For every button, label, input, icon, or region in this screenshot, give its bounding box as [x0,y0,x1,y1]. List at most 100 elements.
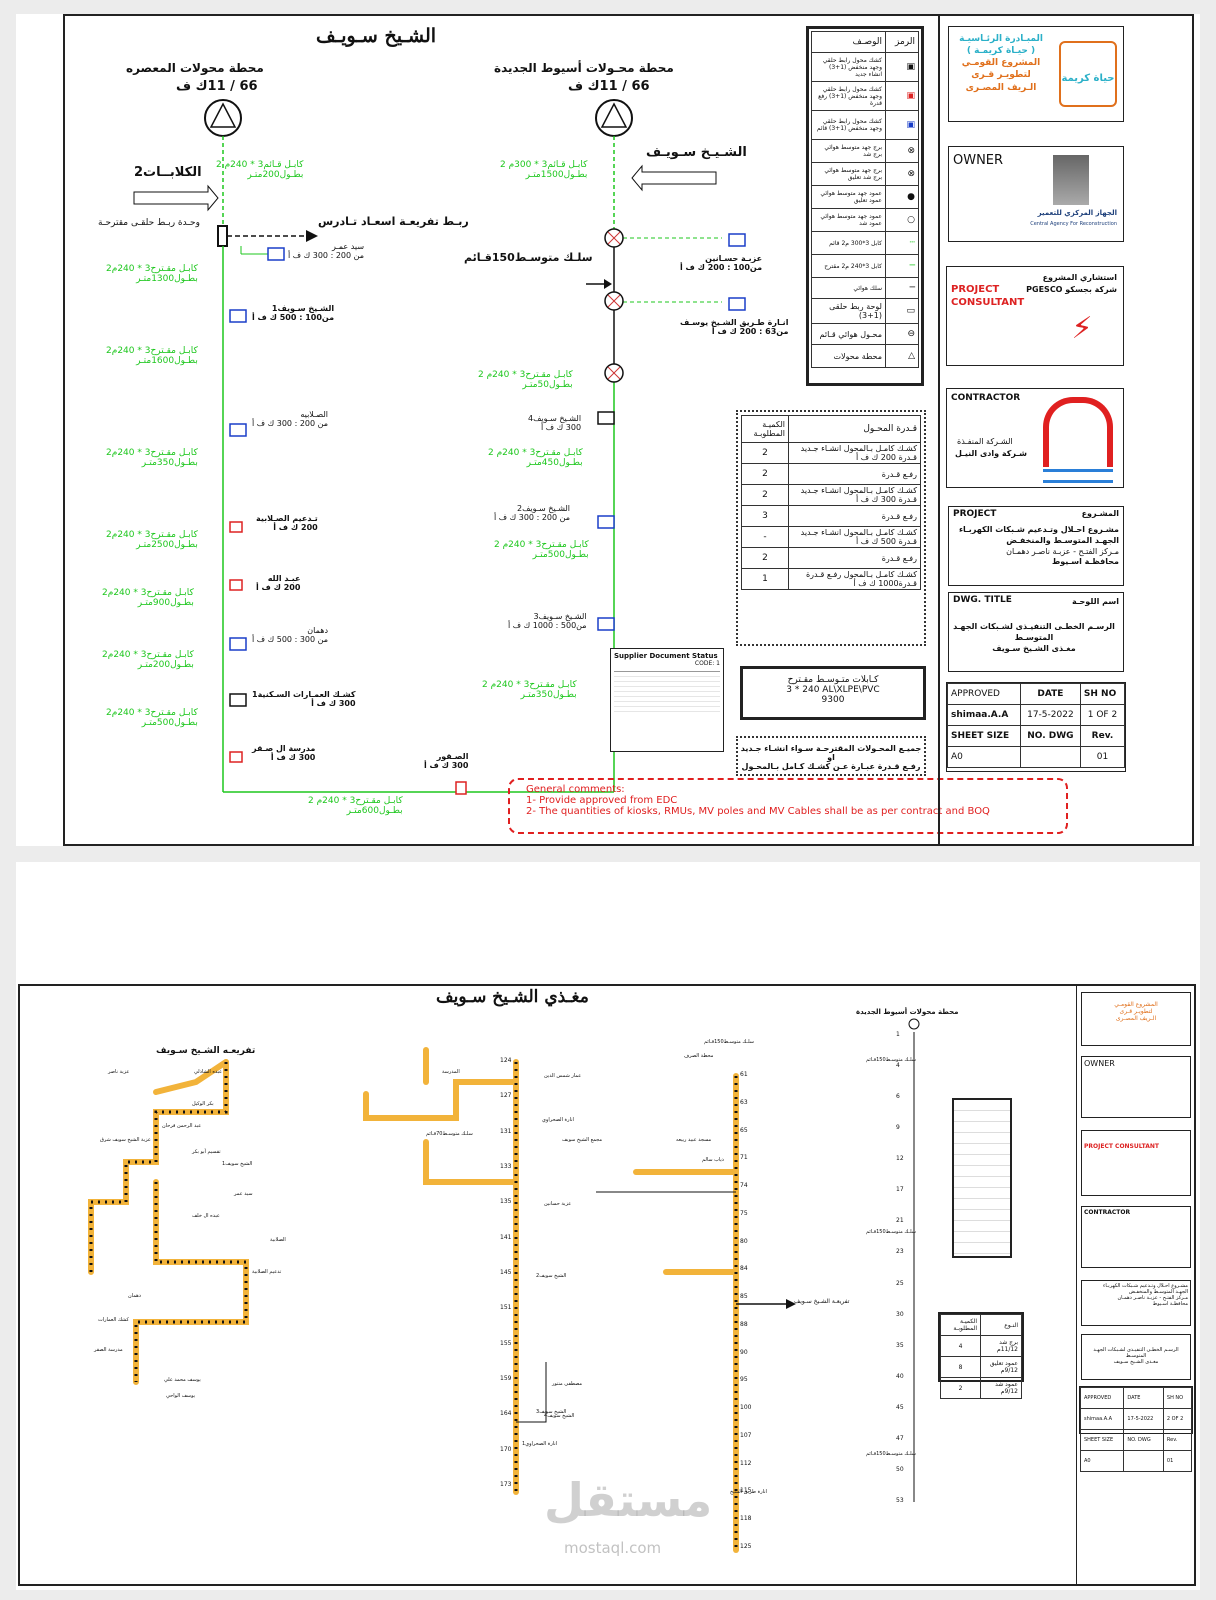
tower-suspension-icon: ⊗ [885,162,919,186]
mini-legend [952,1098,1012,1258]
pole-number: 4 [896,1062,900,1070]
drawing-sheet-1: الشـيخ سـويـف محطة محولات المعصره 66 / 1… [16,14,1200,846]
pole-number: 1 [896,1031,900,1038]
pole-number: 151 [500,1304,512,1312]
pole-number: 6 [896,1093,900,1101]
kiosk-existing-icon: ▣ [885,110,919,140]
arrow-sheikh-label: الشـيـخ سـويـف [646,145,747,160]
watermark-en: mostaql.com [564,1539,662,1557]
pole-number: 25 [896,1279,904,1287]
pole-number: 124 [500,1057,512,1064]
line-label: سلـك متوسـط150قـائم [866,1229,916,1235]
arrow-kalabat-label: الكلابــات2 [134,165,202,180]
owner-box-2: OWNER [1081,1056,1191,1118]
pole-suspension-icon: ● [885,185,919,209]
pole-number: 9 [896,1124,900,1132]
load-name: الشيخ سويف2 [536,1273,567,1279]
load-name: محطة الصرف [684,1053,714,1059]
rmu-proposed-label: وحـدة ربـط حلقـى مقترحـة [98,218,200,228]
drawing-title-box: DWG. TITLE اسم اللوحـة الرسـم الخطـى الت… [948,592,1124,672]
owner-building-logo [1053,155,1089,205]
pole-number: 50 [896,1465,904,1473]
pgesco-logo: ⚡ [1071,311,1093,346]
load-name: عزبة حسانين [544,1201,572,1207]
load-name: سيد عمر [234,1191,253,1197]
station-right-rating: 66 / 11ك ف [568,79,650,94]
wave-icon [1043,469,1113,483]
pole-number: 53 [896,1497,904,1504]
pole-number: 84 [740,1265,748,1273]
pole-number: 127 [500,1092,512,1100]
transformer-note: جميـع المحـولات المقترحـة سـواء انشـاء ج… [736,736,926,776]
pole-number: 155 [500,1339,512,1347]
load-name: انارة الصحراوي1 [522,1441,558,1447]
wadi-elnil-logo [1043,397,1113,467]
pole-number: 61 [740,1071,748,1078]
pole-number: 115 [740,1487,752,1495]
overhead-line-label: سلـك متوسـط150قـائم [464,251,593,264]
pole-number: 71 [740,1154,748,1162]
branch-label: تفريعـه الشـيخ سـويف [156,1046,256,1056]
load-name: مدرسة الصقر [94,1347,123,1353]
load-name: انارة الصحراوي [542,1117,574,1123]
stamp-lines [614,671,720,712]
pole-number: 35 [896,1341,904,1349]
general-comments: General comments: 1- Provide approved fr… [508,778,1068,834]
pole-number: 23 [896,1248,904,1256]
pole-number: 170 [500,1445,512,1453]
supplier-status-stamp: Supplier Document Status CODE: 1 [610,648,724,752]
branch-arrow-label: تفريعـة الشـيخ سـويف [794,1298,850,1305]
line-label: سلـك متوسـط150قـائم [866,1451,916,1457]
substation-icon: △ [885,344,919,368]
station-right-name: محطة محـولات أسيوط الجديدة [494,61,674,75]
load-name: الشيخ سويف3 [536,1409,567,1415]
pole-number: 21 [896,1217,904,1225]
pole-number: 75 [740,1209,748,1217]
load-name: عبده ال خلف [192,1213,220,1219]
station-left-name: محطة محولات المعصره [126,61,264,75]
proposed-cable-box: كـابلات متـوسـط مقـترح 3 * 240 AL\XLPE\P… [740,666,926,720]
load-name: كشك العمارات [98,1317,129,1323]
line-label: سلـك متوسـط150قـائم [704,1039,754,1045]
pole-number: 164 [500,1410,512,1418]
pole-number: 80 [740,1237,748,1245]
sheet-1-frame [63,14,1194,846]
hayah-karima-logo: حياة كريمة [1059,41,1117,107]
arrow-tadrus-label: ربـط تفريعـة اسعـاد تـادرس [318,215,469,228]
pole-number: 30 [896,1310,904,1318]
contractor-box: CONTRACTOR الشـركة المنفـذة شـركة وادى ا… [946,388,1124,488]
pole-number: 131 [500,1127,512,1135]
pole-number: 95 [740,1376,748,1384]
load-name: مجمع الشيخ سويف [562,1137,603,1143]
watermark-ar: مستقل [544,1473,713,1527]
load-name: مسجد عبيد ربيعه [676,1137,712,1143]
pole-number: 47 [896,1434,904,1442]
overhead-wire-icon: ─ [885,277,919,299]
drawing-sheet-2: مغـذي الشـيخ سـويف محطة محولات أسيوط الج… [16,862,1200,1590]
sheet-1-title: الشـيخ سـويـف [316,25,437,47]
pole-transformer-icon: ⊖ [885,323,919,345]
load-name: دهمان [128,1293,141,1299]
